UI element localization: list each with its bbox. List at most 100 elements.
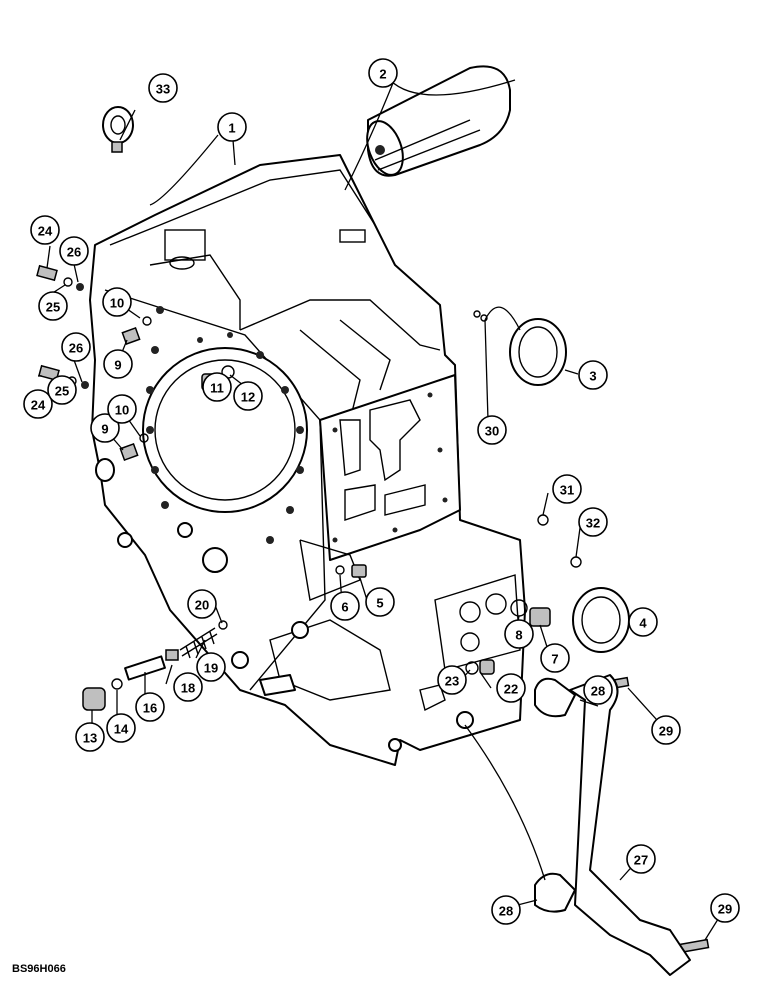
- callout-number: 12: [241, 390, 255, 405]
- callout-24: 24: [30, 215, 60, 245]
- callout-number: 31: [560, 483, 574, 498]
- callout-circle: [651, 715, 681, 745]
- callout-circle: [540, 643, 570, 673]
- callout-20: 20: [187, 589, 217, 619]
- callout-number: 10: [115, 403, 129, 418]
- callout-circle: [59, 236, 89, 266]
- callout-23: 23: [437, 665, 467, 695]
- callout-number: 28: [591, 684, 605, 699]
- callout-circle: [173, 672, 203, 702]
- callout-number: 22: [504, 682, 518, 697]
- callout-14: 14: [106, 713, 136, 743]
- callout-11: 11: [202, 372, 232, 402]
- callout-circle: [330, 591, 360, 621]
- callout-number: 29: [659, 724, 673, 739]
- callout-circle: [135, 692, 165, 722]
- callout-circle: [710, 893, 740, 923]
- callout-3: 3: [578, 360, 608, 390]
- callout-circle: [491, 895, 521, 925]
- callout-9: 9: [103, 349, 133, 379]
- callout-number: 14: [114, 722, 129, 737]
- callout-number: 13: [83, 731, 97, 746]
- callout-circle: [365, 587, 395, 617]
- callout-circle: [368, 58, 398, 88]
- callout-circle: [90, 413, 120, 443]
- callout-circle: [496, 673, 526, 703]
- callout-circle: [217, 112, 247, 142]
- callout-number: 5: [376, 596, 383, 611]
- callout-circle: [233, 381, 263, 411]
- callout-9: 9: [90, 413, 120, 443]
- callout-1: 1: [217, 112, 247, 142]
- callout-number: 27: [634, 853, 648, 868]
- callout-number: 24: [38, 224, 53, 239]
- callout-26: 26: [59, 236, 89, 266]
- callout-19: 19: [196, 652, 226, 682]
- callout-balloons: 1234567899101011121314161819202223242425…: [23, 58, 740, 925]
- callout-number: 20: [195, 598, 209, 613]
- callout-number: 3: [589, 369, 596, 384]
- callout-18: 18: [173, 672, 203, 702]
- callout-29: 29: [710, 893, 740, 923]
- callout-circle: [626, 844, 656, 874]
- seal-ring-4: [572, 587, 630, 653]
- callout-circle: [504, 619, 534, 649]
- callout-number: 26: [67, 245, 81, 260]
- callout-6: 6: [330, 591, 360, 621]
- callout-circle: [30, 215, 60, 245]
- callout-number: 10: [110, 296, 124, 311]
- callout-number: 2: [379, 67, 386, 82]
- callout-number: 29: [718, 902, 732, 917]
- callout-30: 30: [477, 415, 507, 445]
- callout-circle: [38, 291, 68, 321]
- callout-8: 8: [504, 619, 534, 649]
- callout-31: 31: [552, 474, 582, 504]
- callout-number: 25: [55, 384, 69, 399]
- callout-circle: [106, 713, 136, 743]
- callout-number: 26: [69, 341, 83, 356]
- callout-12: 12: [233, 381, 263, 411]
- callout-number: 28: [499, 904, 513, 919]
- callout-number: 30: [485, 424, 499, 439]
- callout-27: 27: [626, 844, 656, 874]
- callout-16: 16: [135, 692, 165, 722]
- callout-number: 16: [143, 701, 157, 716]
- callout-circle: [477, 415, 507, 445]
- callout-25: 25: [38, 291, 68, 321]
- callout-28: 28: [583, 675, 613, 705]
- callout-circle: [187, 589, 217, 619]
- callout-circle: [75, 722, 105, 752]
- callout-number: 7: [551, 652, 558, 667]
- callout-number: 4: [639, 616, 647, 631]
- callout-number: 1: [228, 121, 235, 136]
- callout-circle: [578, 360, 608, 390]
- callout-10: 10: [107, 394, 137, 424]
- oil-filter: [366, 65, 511, 177]
- callout-10: 10: [102, 287, 132, 317]
- callout-circle: [196, 652, 226, 682]
- callout-25: 25: [47, 375, 77, 405]
- callout-circle: [628, 607, 658, 637]
- callout-29: 29: [651, 715, 681, 745]
- callout-circle: [47, 375, 77, 405]
- callout-circle: [583, 675, 613, 705]
- callout-circle: [102, 287, 132, 317]
- callout-2: 2: [368, 58, 398, 88]
- callout-5: 5: [365, 587, 395, 617]
- callout-22: 22: [496, 673, 526, 703]
- callout-number: 24: [31, 398, 46, 413]
- callout-number: 9: [114, 358, 121, 373]
- callout-7: 7: [540, 643, 570, 673]
- callout-number: 23: [445, 674, 459, 689]
- eyebolt: [102, 106, 134, 153]
- callout-circle: [103, 349, 133, 379]
- callout-number: 9: [101, 422, 108, 437]
- callout-28: 28: [491, 895, 521, 925]
- callout-circle: [23, 389, 53, 419]
- callout-circle: [107, 394, 137, 424]
- callout-4: 4: [628, 607, 658, 637]
- drawing-code: BS96H066: [12, 963, 66, 975]
- callout-number: 32: [586, 516, 600, 531]
